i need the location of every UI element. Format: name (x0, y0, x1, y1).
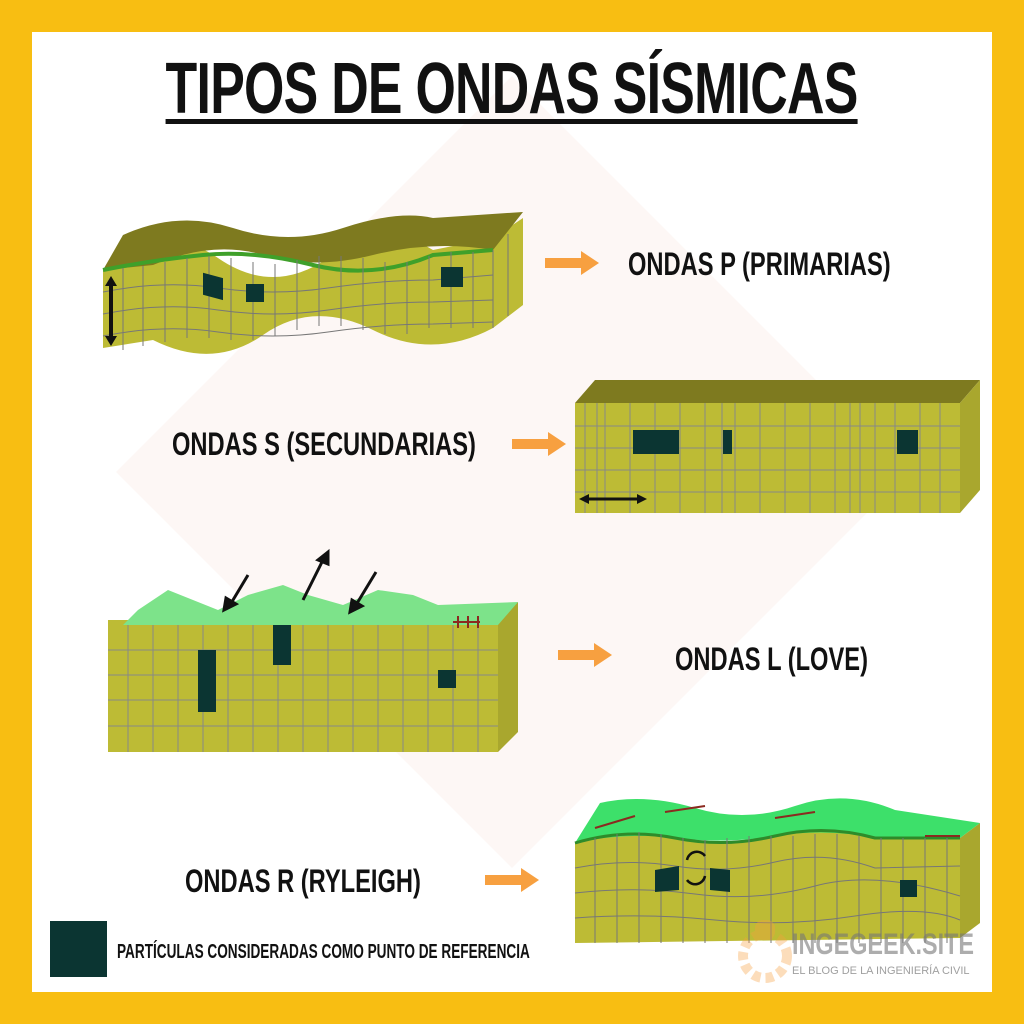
rotation-arrows-icon (685, 850, 707, 886)
rayleigh-wave-label: ONDAS R (RYLEIGH) (185, 863, 421, 899)
legend-label: PARTÍCULAS CONSIDERADAS COMO PUNTO DE RE… (117, 941, 530, 963)
page-title: TIPOS DE ONDAS SÍSMICAS (0, 48, 1024, 130)
arrow-right-icon (512, 432, 566, 456)
love-wave-block-illustration (108, 548, 518, 752)
s-wave-block-illustration (575, 380, 980, 513)
p-wave-label: ONDAS P (PRIMARIAS) (628, 246, 891, 282)
love-wave-label: ONDAS L (LOVE) (675, 641, 868, 677)
arrow-right-icon (485, 868, 539, 892)
title-text: TIPOS DE ONDAS SÍSMICAS (165, 49, 859, 129)
rayleigh-wave-block-illustration (574, 798, 980, 943)
gear-logo-icon (738, 920, 792, 983)
watermark-tagline: EL BLOG DE LA INGENIERÍA CIVIL (792, 965, 970, 977)
s-wave-label: ONDAS S (SECUNDARIAS) (172, 426, 476, 462)
watermark-name: INGEGEEK.SITE (792, 928, 975, 961)
arrow-right-icon (545, 251, 599, 275)
vertical-double-arrow-icon (105, 276, 117, 346)
arrow-right-icon (558, 643, 612, 667)
p-wave-block-illustration (102, 212, 523, 354)
horizontal-double-arrow-icon (579, 494, 647, 504)
reference-particle-swatch (50, 921, 107, 977)
